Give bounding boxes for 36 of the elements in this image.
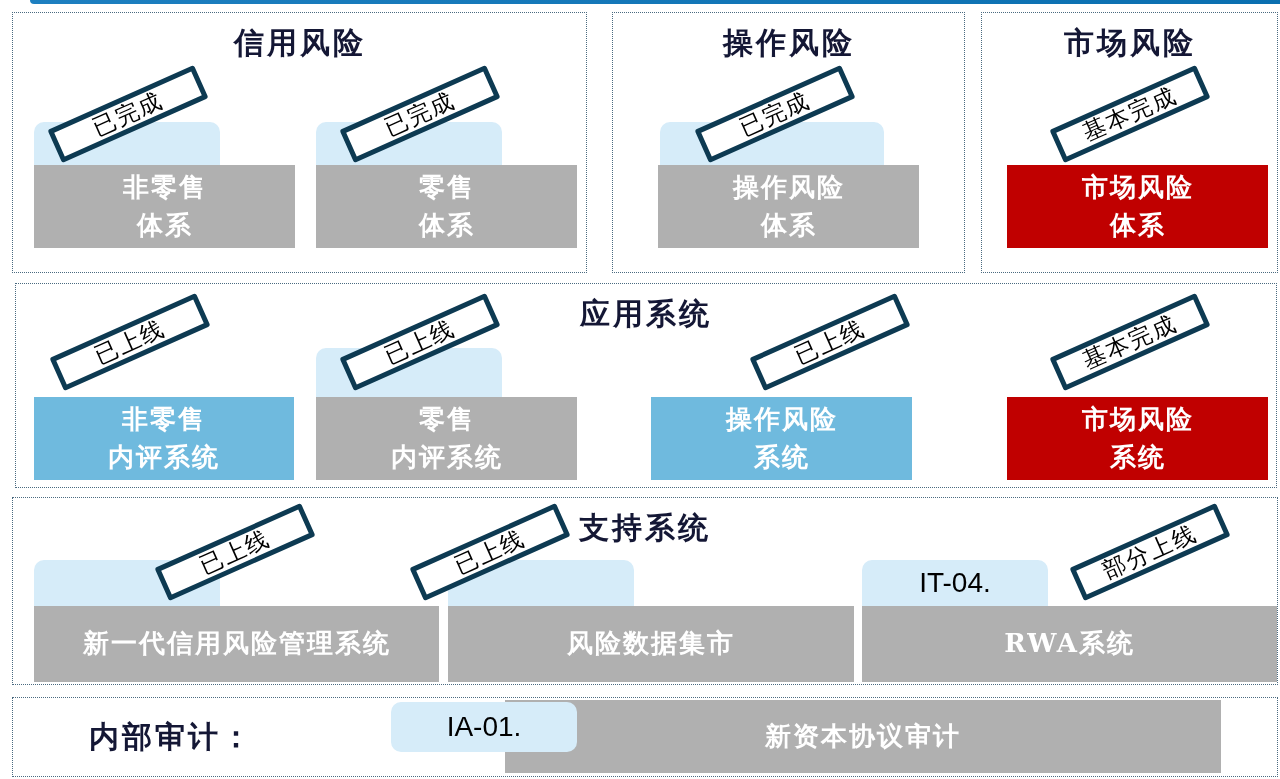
system-block: 零售体系: [316, 165, 577, 248]
system-block: RWA系统: [862, 606, 1277, 682]
system-block: 操作风险系统: [651, 397, 912, 480]
system-block: 市场风险体系: [1007, 165, 1268, 248]
status-stamp: 已上线: [748, 292, 912, 392]
section-panel: [12, 497, 1278, 685]
system-block: 非零售体系: [34, 165, 295, 248]
panel-heading: 应用系统: [580, 296, 712, 332]
status-stamp: 已完成: [693, 64, 857, 164]
status-stamp: 已完成: [46, 64, 210, 164]
panel-heading: 操作风险: [722, 25, 855, 61]
status-stamp: 已上线: [48, 292, 212, 392]
system-block: 新一代信用风险管理系统: [34, 606, 439, 682]
section-panel: [12, 697, 1278, 777]
system-block: 风险数据集市: [448, 606, 854, 682]
section-panel: [12, 12, 587, 273]
status-stamp: 已上线: [408, 502, 572, 602]
status-stamp: 基本完成: [1048, 292, 1212, 392]
panel-heading: 信用风险: [233, 25, 366, 61]
section-panel: [15, 283, 1277, 488]
panel-heading: 市场风险: [1063, 25, 1196, 61]
panel-heading: 内部审计：: [89, 719, 254, 755]
status-stamp: 已完成: [338, 64, 502, 164]
system-block: 操作风险体系: [658, 165, 919, 248]
section-panel: [612, 12, 965, 273]
section-panel: [981, 12, 1278, 273]
system-block: 非零售内评系统: [34, 397, 294, 480]
system-block: 零售内评系统: [316, 397, 577, 480]
status-stamp: 基本完成: [1048, 64, 1212, 164]
panel-heading: 支持系统: [579, 510, 711, 546]
status-stamp: 已上线: [153, 502, 317, 602]
system-block: 市场风险系统: [1007, 397, 1268, 480]
status-stamp: 已上线: [338, 292, 502, 392]
status-stamp: 部分上线: [1068, 502, 1232, 602]
code-tab: IT-04.: [862, 560, 1048, 606]
code-tab: IA-01.: [391, 702, 577, 752]
